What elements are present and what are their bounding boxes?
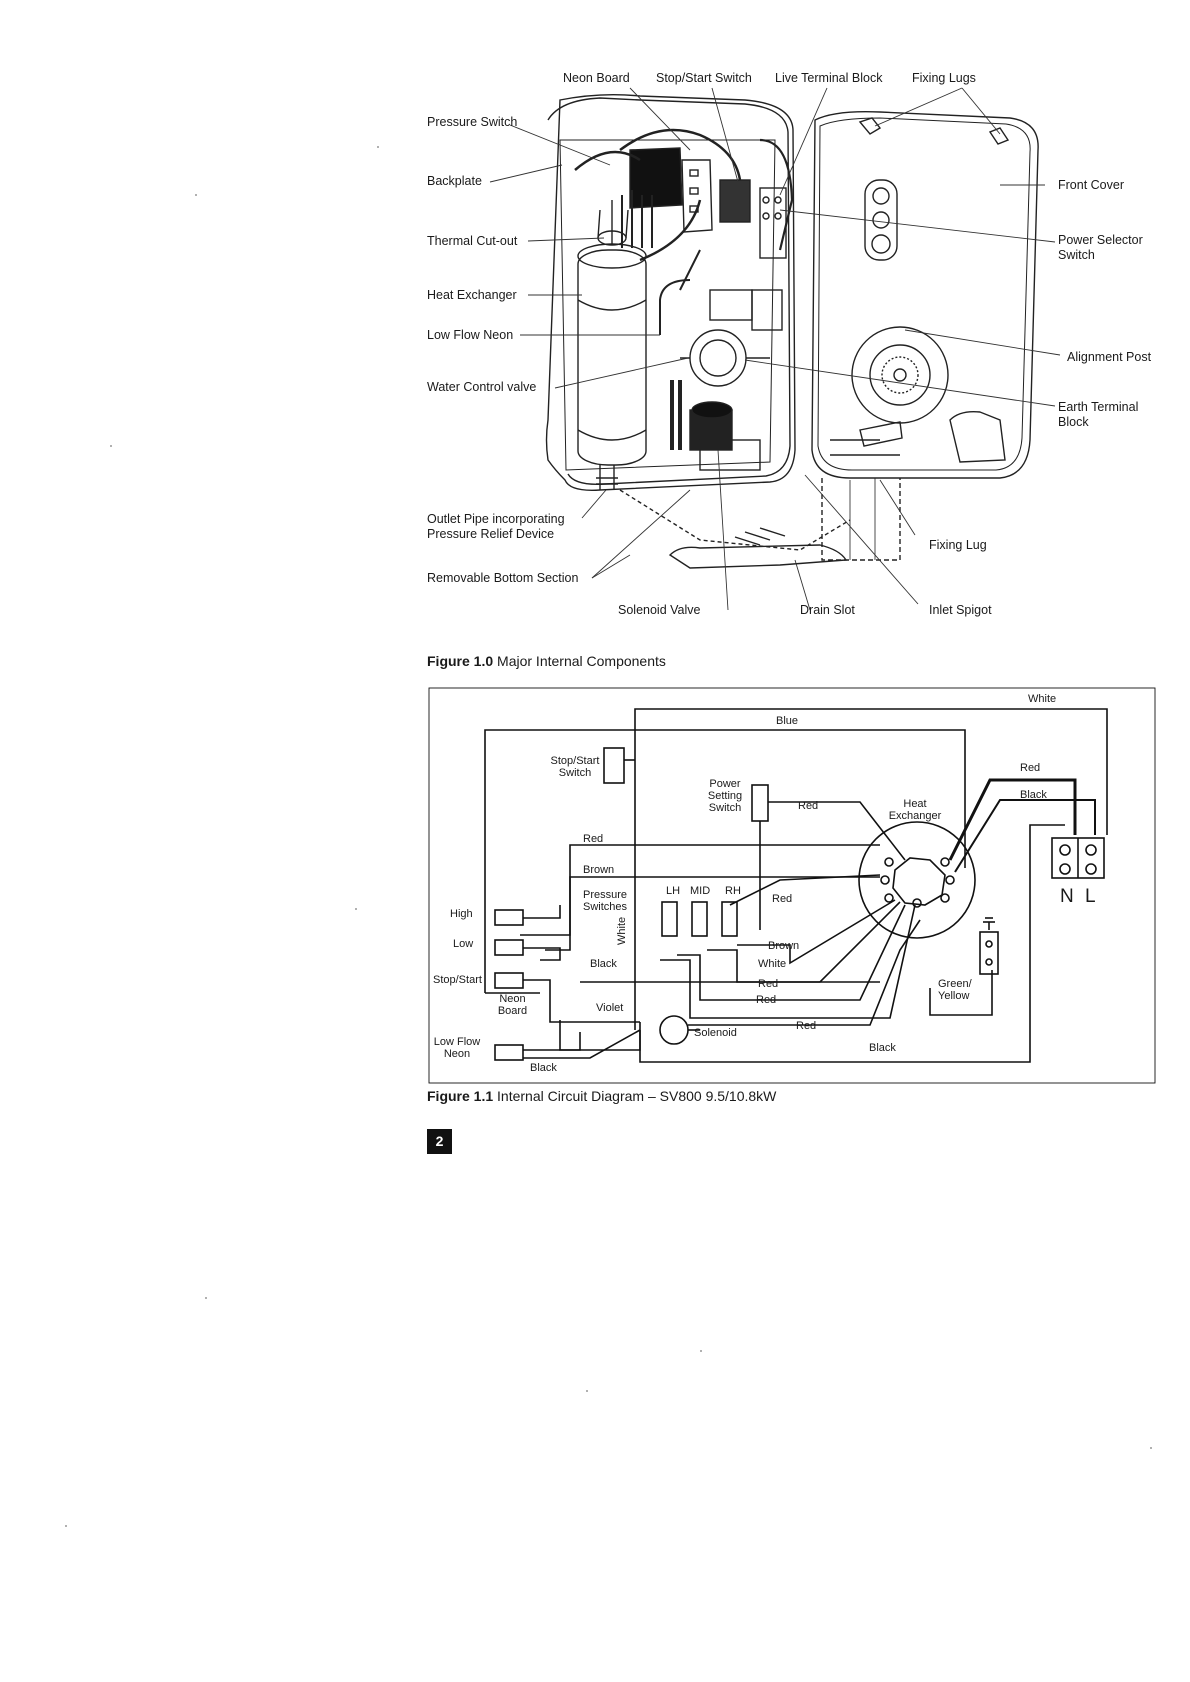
solenoid-label: Solenoid [694, 1027, 737, 1039]
wire-blue: Blue [776, 715, 799, 727]
backplate-body [545, 93, 796, 491]
figure-1-0-title: Major Internal Components [497, 653, 666, 669]
label-removable-bottom-section: Removable Bottom Section [427, 571, 579, 585]
label-fixing-lug: Fixing Lug [929, 538, 987, 552]
page-number-badge: 2 [427, 1129, 452, 1154]
label-heat-exchanger: Heat Exchanger [427, 288, 517, 302]
wire-white-top: White [1028, 693, 1057, 705]
label-water-control-valve: Water Control valve [427, 380, 537, 394]
label-live-terminal-block: Live Terminal Block [775, 71, 883, 85]
green-yellow-label: Green/ Yellow [938, 978, 972, 1002]
neon-board-label: Neon Board [497, 993, 528, 1017]
wire-red-rh: Red [772, 893, 793, 905]
scan-speck [377, 146, 379, 148]
label-low-flow-neon: Low Flow Neon [427, 328, 514, 342]
wire-red-left: Red [583, 833, 604, 845]
low-flow-neon-label: Low Flow Neon [433, 1036, 481, 1060]
figure-1-1-caption: Figure 1.1 Internal Circuit Diagram – SV… [427, 1088, 776, 1104]
wire-brown-left: Brown [583, 864, 615, 876]
figure-1-1-title: Internal Circuit Diagram – SV800 9.5/10.… [497, 1088, 777, 1104]
pressure-switch-lh-label: LH [666, 885, 681, 897]
terminal-n-label: N [1060, 886, 1074, 907]
wire-white-vertical: White [616, 916, 628, 945]
scan-speck [110, 445, 112, 447]
wire-red-right: Red [1020, 762, 1041, 774]
label-pressure-switch: Pressure Switch [427, 115, 518, 129]
scan-speck [586, 1390, 588, 1392]
label-solenoid-valve: Solenoid Valve [618, 603, 701, 617]
wire-red-low-2: Red [756, 994, 777, 1006]
pressure-switch-rh-label: RH [725, 885, 741, 897]
terminal-l-label: L [1085, 886, 1096, 907]
scan-speck [205, 1297, 207, 1299]
terminal-stop-start-label: Stop/Start [433, 974, 482, 986]
figure-1-1-number: Figure 1.1 [427, 1088, 494, 1104]
scan-speck [355, 908, 357, 910]
label-outlet-pipe: Outlet Pipe incorporating Pressure Relie… [427, 512, 565, 541]
pressure-switches-label: Pressure Switches [583, 889, 628, 913]
label-inlet-spigot: Inlet Spigot [929, 603, 992, 617]
stop-start-switch-label: Stop/Start Switch [550, 755, 600, 779]
wire-black-mid: Black [590, 958, 617, 970]
figure-1-0-caption: Figure 1.0 Major Internal Components [427, 653, 666, 669]
label-stop-start-switch: Stop/Start Switch [656, 71, 752, 85]
label-front-cover: Front Cover [1058, 178, 1124, 192]
wire-violet: Violet [596, 1002, 624, 1014]
wire-red-solenoid: Red [796, 1020, 817, 1032]
terminal-low-label: Low [453, 938, 474, 950]
wire-black-bottom: Black [869, 1042, 896, 1054]
label-power-selector-switch: Power Selector Switch [1058, 233, 1143, 262]
circuit-diagram [428, 687, 1156, 1084]
scan-speck [65, 1525, 67, 1527]
wire-black-right: Black [1020, 789, 1047, 801]
label-drain-slot: Drain Slot [800, 603, 855, 617]
label-fixing-lugs: Fixing Lugs [912, 71, 976, 85]
wire-black-neon: Black [530, 1062, 557, 1074]
wire-red-power-setting: Red [798, 800, 819, 812]
scan-speck [1150, 1447, 1152, 1449]
scan-speck [700, 1350, 702, 1352]
label-backplate: Backplate [427, 174, 482, 188]
label-thermal-cut-out: Thermal Cut-out [427, 234, 518, 248]
wire-white-low: White [758, 958, 787, 970]
label-earth-terminal-block: Earth Terminal Block [1058, 400, 1139, 429]
label-alignment-post: Alignment Post [1067, 350, 1152, 364]
wire-brown-low: Brown [768, 940, 800, 952]
scan-speck [195, 194, 197, 196]
figure-1-0-number: Figure 1.0 [427, 653, 494, 669]
power-setting-switch-label: Power Setting Switch [707, 778, 743, 814]
front-cover-body [811, 111, 1039, 479]
pressure-switch-mid-label: MID [690, 885, 711, 897]
wire-red-low-1: Red [758, 978, 779, 990]
terminal-high-label: High [450, 908, 473, 920]
label-neon-board: Neon Board [563, 71, 630, 85]
heat-exchanger-label: Heat Exchanger [888, 798, 942, 822]
